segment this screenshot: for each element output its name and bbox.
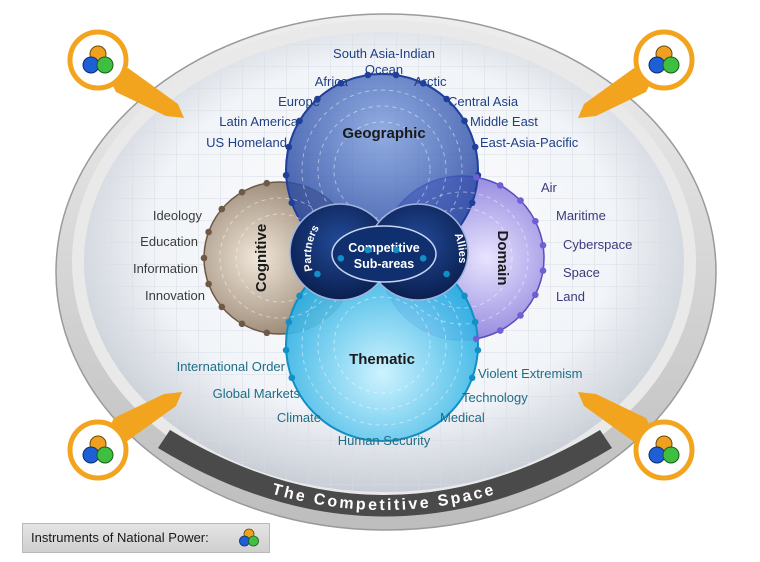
thematic-labels: International Order Violent Extremism Gl… [177, 359, 583, 448]
thematic-dot [296, 292, 303, 300]
dom-label: Cyberspace [563, 237, 632, 252]
geo-label: Latin America [219, 114, 299, 129]
arrow-top-left [110, 68, 184, 118]
corner-icons [67, 29, 695, 481]
thematic-dot [468, 374, 476, 382]
domain-dot [539, 267, 547, 275]
geographic-dot [282, 171, 290, 179]
them-label: International Order [177, 359, 286, 374]
arrow-top-right [578, 68, 652, 118]
geographic-dot [337, 80, 345, 87]
geographic-dot [314, 95, 321, 103]
geographic-dot [443, 95, 450, 103]
geo-label: Europe [278, 94, 320, 109]
them-label: Violent Extremism [478, 366, 583, 381]
cognitive-dot [263, 179, 271, 187]
thematic-dot [474, 346, 482, 354]
geographic-dot [392, 71, 400, 79]
thematic-dot [364, 246, 372, 254]
cognitive-dot [238, 188, 246, 196]
cognitive-dot [218, 205, 226, 213]
geo-label: Central Asia [448, 94, 519, 109]
thematic-dot [443, 270, 450, 278]
geo-label: Arctic [414, 74, 447, 89]
geographic-dot [285, 143, 293, 151]
thematic-title: Thematic [349, 351, 415, 368]
cognitive-title: Cognitive [253, 224, 270, 292]
three-hexagons-icon [633, 29, 695, 91]
center-title-line1: Competitive [348, 241, 420, 255]
geographic-dot [364, 71, 372, 79]
them-label: Medical [440, 410, 485, 425]
thematic-dot [392, 246, 400, 254]
cog-label: Information [133, 261, 198, 276]
dom-label: Air [541, 180, 558, 195]
cognitive-dot [218, 303, 226, 311]
geographic-dot [288, 199, 296, 207]
geo-label: Middle East [470, 114, 538, 129]
domain-dot [539, 242, 547, 249]
them-label: Global Markets [213, 386, 301, 401]
geo-label: Africa [315, 74, 349, 89]
geographic-labels: South Asia-Indian Ocean Africa Arctic Eu… [206, 46, 579, 150]
thematic-dot [419, 254, 427, 262]
domain-dot [532, 291, 539, 299]
domain-labels: Air Maritime Cyberspace Space Land [541, 180, 632, 304]
three-hexagons-icon [67, 419, 129, 481]
domain-dot [517, 197, 524, 204]
dom-label: Maritime [556, 208, 606, 223]
geo-label: South Asia-Indian [333, 46, 435, 61]
arrow-bottom-left [108, 392, 182, 442]
cog-label: Innovation [145, 288, 205, 303]
thematic-dot [285, 318, 293, 326]
domain-dot [472, 335, 480, 343]
arrow-bottom-right [578, 392, 652, 442]
cognitive-dot [263, 329, 271, 337]
domain-dot [496, 182, 504, 189]
geographic-dot [461, 117, 468, 125]
thematic-dot [288, 374, 296, 382]
them-label: Human Security [338, 433, 431, 448]
thematic-dot [337, 254, 345, 262]
dom-label: Space [563, 265, 600, 280]
legend-label: Instruments of National Power: [31, 530, 209, 545]
geographic-dot [468, 199, 476, 207]
thematic-dot [314, 270, 321, 278]
geographic-dot [296, 117, 303, 125]
geo-label: East-Asia-Pacific [480, 135, 579, 150]
geographic-title: Geographic [342, 125, 425, 142]
cog-label: Ideology [153, 208, 203, 223]
legend: Instruments of National Power: [22, 523, 270, 553]
thematic-dot [461, 292, 468, 300]
dom-label: Land [556, 289, 585, 304]
geo-label: US Homeland [206, 135, 287, 150]
domain-dot [472, 173, 480, 181]
cog-label: Education [140, 234, 198, 249]
three-hexagons-icon [633, 419, 695, 481]
three-hexagons-icon [67, 29, 129, 91]
domain-dot [532, 217, 539, 225]
geographic-dot [471, 143, 479, 151]
cognitive-dot [205, 228, 212, 236]
domain-dot [517, 312, 524, 319]
cognitive-dot [205, 280, 212, 288]
cognitive-labels: Ideology Education Information Innovatio… [133, 208, 205, 303]
corner-arrows [108, 68, 652, 442]
domain-dot [496, 327, 504, 334]
cognitive-dot [200, 254, 208, 262]
three-hexagons-icon [239, 528, 259, 547]
thematic-dot [282, 346, 290, 354]
connector-dots [200, 71, 547, 382]
them-label: Climate [277, 410, 321, 425]
thematic-dot [471, 318, 479, 326]
cognitive-dot [238, 320, 246, 328]
center-title-line2: Sub-areas [354, 257, 414, 271]
domain-title: Domain [494, 230, 511, 285]
them-label: Technology [462, 390, 528, 405]
geographic-dot [419, 80, 427, 87]
